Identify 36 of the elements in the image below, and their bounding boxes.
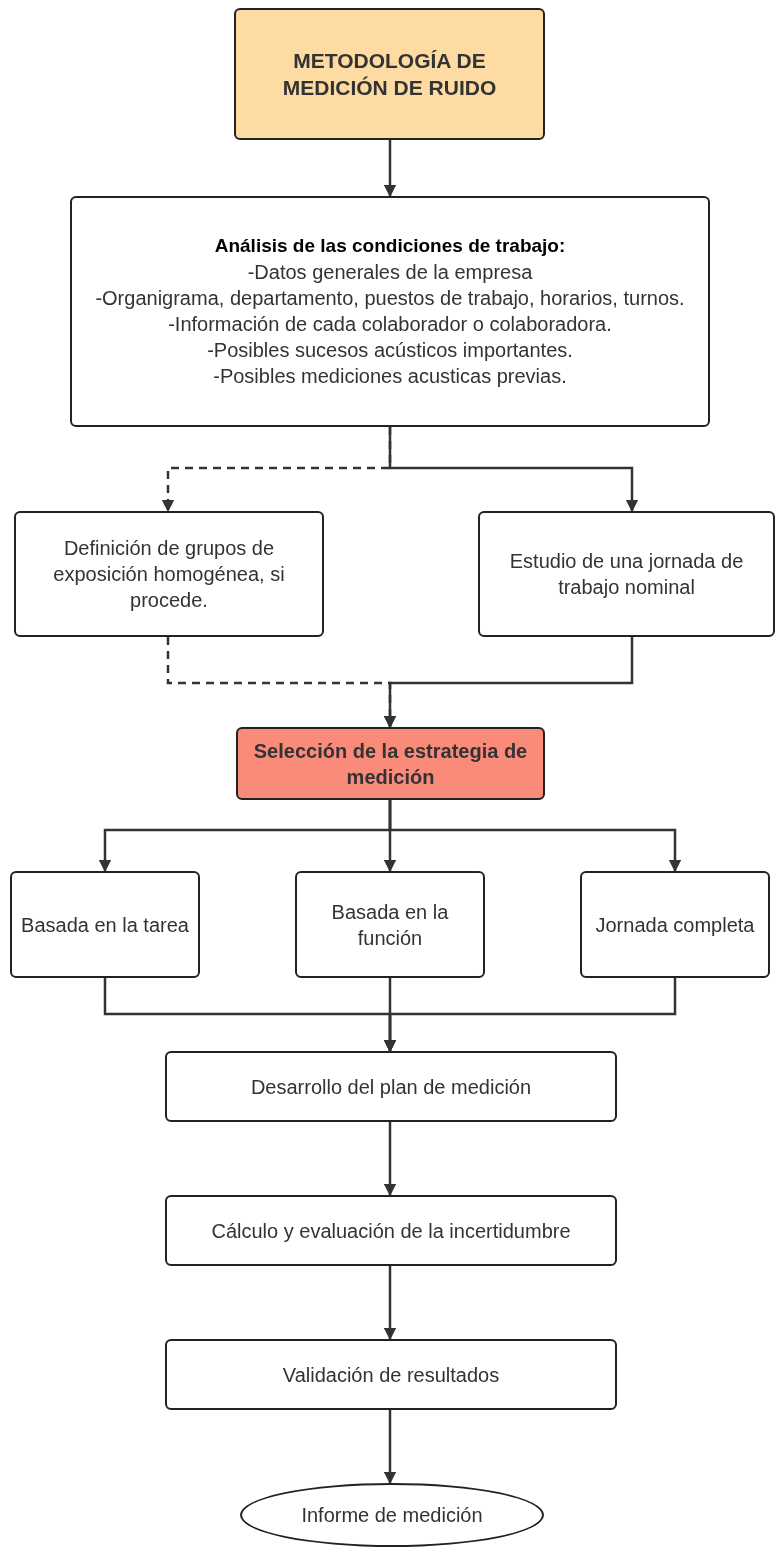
list-item: -Posibles sucesos acústicos importantes. [207,337,573,363]
node-label: Basada en la tarea [21,912,189,938]
arrow [383,1410,397,1485]
node-label: Desarrollo del plan de medición [250,1074,532,1100]
arrow [383,978,677,1053]
process-box [236,727,545,800]
node-label: Validación de resultados [282,1362,500,1388]
node-label: Definición de grupos de exposición homogénea, si procede. [52,536,286,613]
title-box [234,8,545,140]
process-box [10,871,200,978]
process-box [295,871,485,978]
arrow [383,1122,397,1197]
node-label: METODOLOGÍA DE MEDICIÓN DE RUIDO [281,47,498,101]
process-box [165,1051,617,1122]
node-label: Basada en la función [330,899,450,951]
process-box [478,511,775,637]
list-item: -Información de cada colaborador o colaboradora. [168,311,612,337]
heading: Análisis de las condiciones de trabajo: [214,234,566,259]
process-box [70,196,710,427]
process-box [165,1195,617,1266]
process-box [580,871,770,978]
node-label: Informe de medición [301,1503,483,1528]
node-label: Estudio de una jornada de trabajo nominal [508,549,745,600]
arrow [388,427,639,513]
node-label: Selección de la estrategia de medición [252,738,529,790]
list-item: -Datos generales de la empresa [247,259,533,285]
process-box [14,511,324,637]
arrow [383,1266,397,1341]
list-item: -Organigrama, departamento, puestos de trabajo, horarios, turnos. [95,285,685,311]
process-box [165,1339,617,1410]
arrow [383,637,634,729]
node-label: Jornada completa [595,912,755,938]
list-item: -Posibles mediciones acusticas previas. [213,363,567,389]
arrow [388,800,682,873]
node-label: Cálculo y evaluación de la incertidumbre [211,1218,571,1244]
arrow [383,140,397,198]
